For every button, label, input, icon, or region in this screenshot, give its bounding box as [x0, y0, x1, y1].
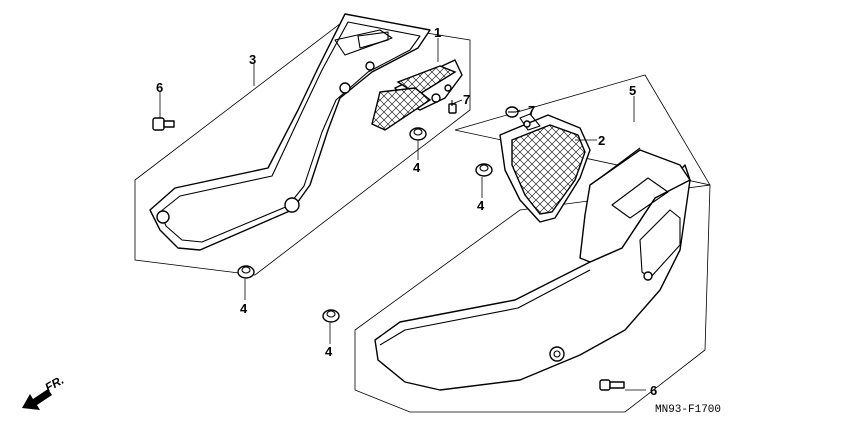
right-mesh-grille	[499, 113, 591, 223]
callout-7-right: 7	[528, 103, 535, 118]
bolt-left	[152, 117, 175, 131]
arrow-down-left-icon	[22, 389, 52, 410]
right-side-cover	[374, 147, 691, 391]
grommet-a	[409, 127, 427, 141]
callout-6-right: 6	[650, 383, 657, 398]
callout-5: 5	[629, 83, 636, 98]
callout-4-c: 4	[240, 301, 248, 316]
callout-4-b: 4	[477, 198, 485, 213]
callout-2: 2	[598, 133, 605, 148]
grommet-d	[322, 309, 340, 323]
callout-4-d: 4	[325, 344, 333, 359]
screw-right	[505, 106, 519, 118]
leader-lines	[159, 38, 646, 391]
callout-6-left: 6	[156, 80, 163, 95]
callout-4-a: 4	[413, 160, 421, 175]
left-side-cover-frame	[149, 13, 431, 251]
screw-left	[448, 100, 457, 114]
callout-7-left: 7	[463, 92, 470, 107]
callout-1: 1	[434, 25, 441, 40]
callout-3: 3	[249, 52, 256, 67]
bolt-right	[599, 379, 625, 391]
left-mesh-grille	[371, 59, 463, 131]
part-code: MN93-F1700	[655, 404, 721, 416]
right-assembly-outline	[354, 74, 711, 413]
grommet-b	[475, 163, 493, 177]
grommet-c	[237, 265, 255, 279]
